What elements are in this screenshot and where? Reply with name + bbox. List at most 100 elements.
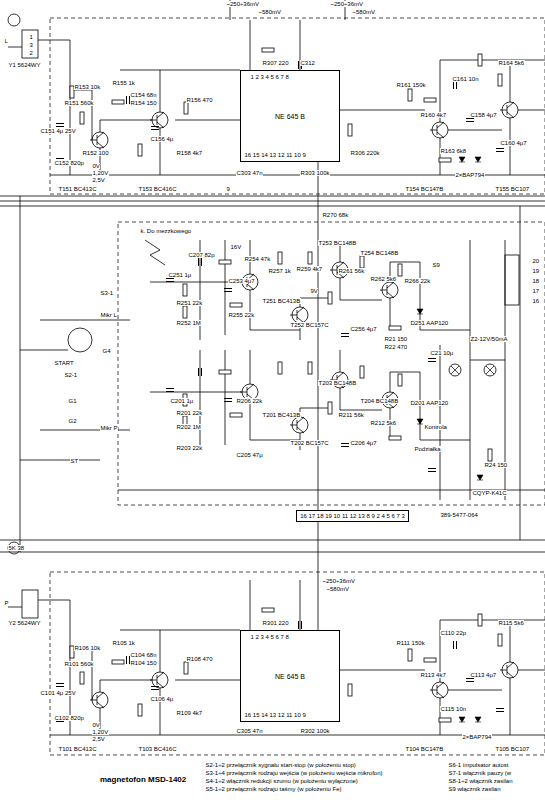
wire: [0, 552, 545, 553]
part-label: R155 1k: [112, 80, 135, 86]
capacitor-symbol: [56, 124, 64, 127]
node-text: NE 645 B: [275, 113, 305, 120]
wire: [200, 350, 201, 450]
transistor-symbol: [380, 282, 394, 298]
resistor-symbol: [112, 100, 124, 104]
transistor-symbol: [90, 692, 104, 708]
resistor-symbol: [278, 252, 282, 264]
part-label: 16V: [230, 244, 242, 250]
capacitor-symbol: [454, 81, 457, 89]
part-label: S5-1÷2 przełącznik rodzaju taśmy (w poło…: [205, 786, 342, 792]
part-label: G4: [102, 348, 111, 354]
resistor-symbol: [262, 608, 274, 612]
wire: [0, 201, 545, 202]
wire: [8, 47, 22, 48]
wire: [250, 400, 300, 440]
capacitor-symbol: [466, 119, 474, 122]
wire: [300, 408, 332, 417]
part-label: R104 150: [130, 660, 157, 666]
ic-box: NE 645 B: [240, 70, 340, 162]
part-label: S9: [432, 262, 440, 268]
part-label: R252 1M: [176, 320, 201, 326]
part-label: ~250÷36mV: [330, 1, 363, 7]
terminal-strip: [505, 255, 519, 305]
resistor-symbol: [230, 413, 242, 417]
part-label: G1: [68, 398, 77, 404]
part-label: Y1 5624WY: [8, 62, 41, 68]
part-label: C152 820p: [54, 160, 84, 166]
resistor-symbol: [424, 98, 436, 102]
part-label: C158 4μ7: [470, 112, 497, 118]
part-label: R201 22k: [176, 410, 203, 416]
part-label: R302 100k: [300, 728, 330, 734]
part-label: T251 BC413B: [262, 298, 301, 304]
part-label: START: [54, 360, 74, 366]
part-label: 2×BAP794: [455, 172, 485, 178]
part-label: R109 4k7: [176, 710, 203, 716]
wire: [0, 540, 545, 541]
resistor-symbol: [138, 704, 142, 716]
wire: [510, 118, 511, 175]
ic-box: NE 645 B: [240, 630, 340, 722]
wire: [470, 240, 471, 500]
part-label: T101 BC413C: [58, 746, 97, 752]
part-label: 16 15 14 13 12 11 10 9: [244, 152, 306, 158]
wire: [8, 607, 22, 608]
part-label: C101 4μ 25V: [40, 690, 76, 696]
resistor-symbol: [389, 326, 401, 330]
part-label: R156 470: [186, 97, 213, 103]
capacitor-symbol: [151, 687, 159, 690]
part-label: R113 4k7: [420, 672, 446, 678]
wire: [150, 392, 242, 393]
part-label: R301 220: [262, 620, 289, 626]
part-label: C154 68n: [130, 92, 157, 98]
resistor-symbol: [184, 102, 188, 114]
resistor-symbol: [389, 436, 401, 440]
part-label: CQYP-K41C: [472, 490, 507, 496]
transistor-symbol: [290, 417, 304, 433]
part-label: 9V: [310, 288, 318, 294]
part-label: R262 5k6: [370, 276, 397, 282]
part-label: Z2-12V/50mA: [470, 336, 508, 342]
part-label: R160 4k7: [420, 112, 447, 118]
wire-connector: [318, 162, 319, 510]
part-label: S3-1: [100, 290, 114, 296]
part-label: C156 4μ: [150, 136, 174, 142]
part-label: T104 BC147B: [405, 746, 444, 752]
resistor-symbol: [80, 112, 84, 124]
node-text: NE 645 B: [275, 673, 305, 680]
part-label: T201 BC413B: [262, 412, 301, 418]
part-label: R306 220k: [350, 150, 380, 156]
capacitor-symbol: [454, 641, 457, 649]
transistor-symbol: [500, 662, 514, 678]
connector-strip: 16 17 18 19 10 11 12 13 8 9 2 4 5 6 7 3: [296, 510, 409, 522]
part-label: T154 BC147B: [405, 186, 444, 192]
part-label: 5K 38: [8, 545, 25, 551]
wire: [20, 196, 21, 552]
part-label: P: [4, 600, 9, 606]
part-label: 2,5V: [92, 177, 105, 183]
wire: [440, 138, 441, 175]
wire: [250, 20, 251, 70]
resistor-symbol: [360, 366, 364, 378]
part-label: C106 4μ: [150, 696, 174, 702]
part-label: ST: [70, 458, 79, 464]
part-label: 19: [532, 268, 540, 274]
part-label: 3: [29, 42, 33, 48]
part-label: R106 10k: [74, 645, 101, 651]
part-label: S9 włącznik zasilan: [448, 786, 501, 792]
part-label: C312: [300, 60, 315, 66]
wire: [420, 372, 470, 440]
part-label: 1 2 3 4 5 6 7 8: [250, 634, 289, 640]
part-label: T103 BC416C: [138, 746, 177, 752]
resistor-symbol: [183, 284, 187, 296]
resistor-symbol: [498, 634, 502, 646]
wire: [250, 580, 251, 630]
wire: [390, 298, 391, 330]
part-label: Podziałka: [414, 446, 441, 452]
part-label: k. Do mezzkowego: [140, 228, 192, 234]
part-label: D251 AAP120: [410, 320, 449, 326]
wire: [518, 110, 545, 111]
part-label: C115 10n: [440, 706, 467, 712]
transistor-symbol: [500, 102, 514, 118]
